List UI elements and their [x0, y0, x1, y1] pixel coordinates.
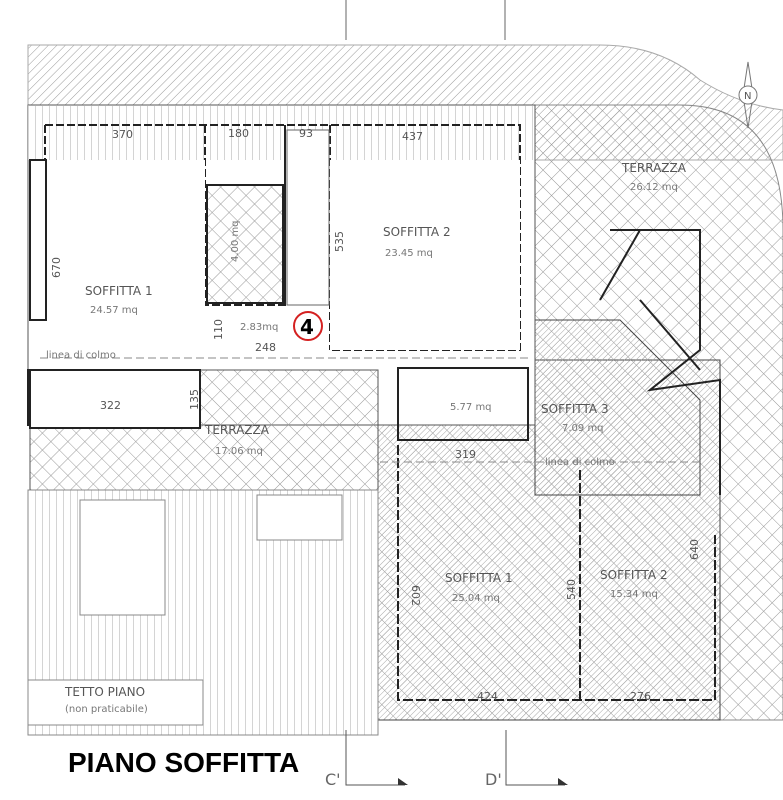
plan-title: PIANO SOFFITTA: [68, 747, 299, 778]
dimension: 640: [688, 539, 701, 560]
dimension: 110: [212, 319, 225, 340]
dimension: 93: [299, 127, 313, 140]
left-wall: [29, 159, 47, 321]
flat-roof-note: (non praticabile): [65, 704, 148, 715]
room-label: TERRAZZA: [204, 423, 270, 437]
room-label: SOFFITTA 1: [445, 571, 513, 585]
soffitta-2-room: [330, 160, 520, 350]
room-area: 17.06 mq: [215, 446, 263, 457]
svg-text:C': C': [325, 770, 341, 789]
dimension: 276: [630, 690, 651, 703]
dimension: 180: [228, 127, 249, 140]
staircase: [286, 129, 330, 306]
dimension: 540: [565, 579, 578, 600]
dimension: 135: [188, 389, 201, 410]
left-roof-band: [28, 105, 535, 160]
room-label: TERRAZZA: [621, 161, 687, 175]
dimension: 322: [100, 399, 121, 412]
unit-number-marker: 4: [293, 311, 323, 341]
room-area: 26.12 mq: [630, 182, 678, 193]
svg-text:N: N: [744, 91, 751, 102]
stair-spiral: [610, 229, 721, 495]
room-area: 5.77 mq: [450, 402, 492, 413]
wall-diagonal: [599, 229, 701, 371]
section-marker-d: D': [485, 730, 568, 789]
dimension: 437: [402, 130, 423, 143]
right-room-walls: [397, 445, 716, 701]
north-arrow-icon: N: [738, 61, 758, 129]
section-marker-c: C': [325, 730, 408, 789]
flat-roof-label: TETTO PIANO: [64, 685, 145, 699]
soffitta-1-room: [45, 160, 205, 375]
room-area: 23.45 mq: [385, 248, 433, 259]
dimension: 370: [112, 128, 133, 141]
room-label: SOFFITTA 2: [600, 568, 668, 582]
bathroom-left: [206, 184, 284, 304]
dimension: 319: [455, 448, 476, 461]
room-area: 24.57 mq: [90, 305, 138, 316]
dimension: 424: [477, 690, 498, 703]
room-area: 15.34 mq: [610, 589, 658, 600]
dimension: 248: [255, 341, 276, 354]
ridge-label: linea di colmo: [46, 350, 116, 361]
room-label: SOFFITTA 2: [383, 225, 451, 239]
room-area: 7.09 mq: [562, 423, 604, 434]
room-area: 4.00 mq: [230, 220, 241, 262]
svg-text:D': D': [485, 770, 502, 789]
bathroom-right: [397, 367, 529, 441]
dimension: 670: [50, 257, 63, 278]
ridge-label: linea di colmo: [545, 457, 615, 468]
room-area: 2.83mq: [240, 322, 278, 333]
soffitta-3-area: [534, 319, 701, 496]
room-label: SOFFITTA 1: [85, 284, 153, 298]
dimension: 602: [409, 585, 422, 606]
room-area: 25.04 mq: [452, 593, 500, 604]
room-label: SOFFITTA 3: [541, 402, 609, 416]
dimension: 535: [333, 231, 346, 252]
svg-text:4: 4: [300, 315, 314, 339]
